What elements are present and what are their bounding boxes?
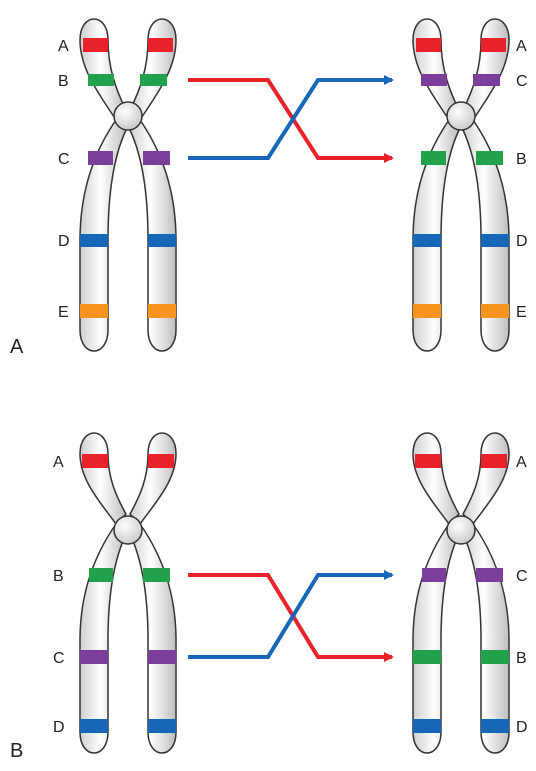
band-label: A bbox=[53, 454, 64, 471]
band-green bbox=[140, 74, 167, 86]
band-orange bbox=[148, 304, 176, 318]
band-green bbox=[88, 74, 114, 86]
band-label: C bbox=[53, 650, 65, 667]
band-green bbox=[413, 650, 441, 664]
band-purple bbox=[476, 568, 503, 582]
band-label: A bbox=[516, 38, 527, 55]
panel-a: A B C D E A C B bbox=[10, 18, 528, 358]
band-red bbox=[148, 38, 173, 52]
arrow-blue bbox=[188, 75, 394, 160]
centromere bbox=[446, 101, 476, 131]
band-blue bbox=[148, 719, 176, 733]
band-blue bbox=[80, 234, 108, 247]
centromere bbox=[113, 101, 143, 131]
arrow-red bbox=[188, 78, 394, 163]
band-red bbox=[82, 454, 108, 468]
band-green bbox=[421, 151, 446, 165]
band-green bbox=[143, 568, 170, 582]
panel-label: B bbox=[10, 740, 23, 762]
band-blue bbox=[148, 234, 176, 247]
band-red bbox=[83, 38, 108, 52]
band-orange bbox=[413, 304, 441, 318]
band-purple bbox=[88, 151, 113, 165]
band-red bbox=[481, 38, 506, 52]
band-label: B bbox=[516, 650, 527, 667]
panel-b: A B C D A C B D B bbox=[10, 432, 528, 762]
band-blue bbox=[413, 719, 441, 733]
band-label: C bbox=[58, 151, 70, 168]
band-blue bbox=[413, 234, 441, 247]
band-purple bbox=[80, 650, 108, 664]
band-label: D bbox=[58, 233, 70, 250]
band-purple bbox=[421, 74, 447, 86]
band-purple bbox=[143, 151, 170, 165]
band-orange bbox=[481, 304, 509, 318]
band-red bbox=[481, 454, 507, 468]
band-purple bbox=[473, 74, 500, 86]
panel-b-left-chromosome: A B C D bbox=[53, 432, 177, 754]
chromatid-arm bbox=[129, 432, 177, 526]
band-blue bbox=[481, 719, 509, 733]
chromatid-arm bbox=[129, 522, 177, 754]
band-label: C bbox=[516, 73, 528, 90]
band-label: D bbox=[53, 719, 65, 736]
band-green bbox=[89, 568, 113, 582]
band-label: B bbox=[516, 151, 527, 168]
chromatid-arm bbox=[79, 432, 127, 526]
band-green bbox=[481, 650, 509, 664]
centromere bbox=[113, 515, 143, 545]
chromatid-arm bbox=[79, 522, 127, 754]
band-green bbox=[476, 151, 503, 165]
band-blue bbox=[80, 719, 108, 733]
chromatid-arm bbox=[412, 522, 460, 754]
band-blue bbox=[481, 234, 509, 247]
band-orange bbox=[80, 304, 108, 318]
band-purple bbox=[148, 650, 176, 664]
panel-a-right-chromosome: A C B D E bbox=[412, 18, 528, 352]
band-red bbox=[148, 454, 174, 468]
band-label: D bbox=[516, 233, 528, 250]
chromatid-arm bbox=[412, 432, 460, 526]
band-label: E bbox=[58, 304, 69, 321]
chromatid-arm bbox=[462, 522, 510, 754]
band-label: C bbox=[516, 568, 528, 585]
band-label: D bbox=[516, 719, 528, 736]
panel-a-left-chromosome: A B C D E bbox=[58, 18, 177, 352]
band-label: A bbox=[516, 454, 527, 471]
band-label: E bbox=[516, 304, 527, 321]
centromere bbox=[446, 515, 476, 545]
arrow-red bbox=[188, 573, 394, 662]
chromatid-arm bbox=[462, 432, 510, 526]
band-purple bbox=[422, 568, 446, 582]
band-red bbox=[415, 454, 441, 468]
panel-b-right-chromosome: A C B D bbox=[412, 432, 528, 754]
band-label: B bbox=[58, 73, 69, 90]
band-label: B bbox=[53, 568, 64, 585]
band-label: A bbox=[58, 38, 69, 55]
arrow-blue bbox=[188, 570, 394, 659]
panel-label: A bbox=[10, 336, 24, 358]
band-red bbox=[416, 38, 441, 52]
